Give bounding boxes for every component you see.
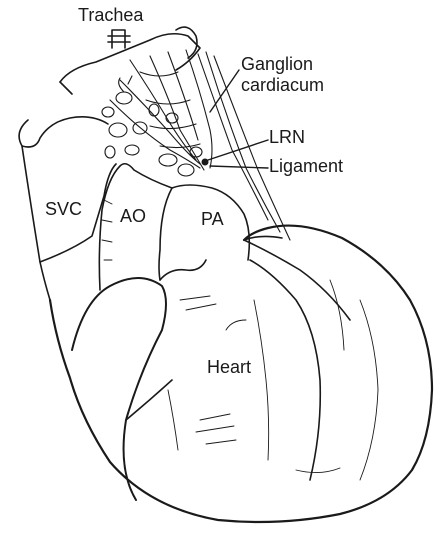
label-trachea: Trachea	[78, 6, 143, 26]
label-ao: AO	[120, 207, 146, 227]
label-ganglion-line2: cardiacum	[241, 75, 324, 96]
aorta-vessel	[99, 164, 172, 290]
label-ganglion-cardiacum: Ganglion cardiacum	[241, 54, 324, 96]
label-ganglion-line1: Ganglion	[241, 54, 324, 75]
label-heart: Heart	[207, 358, 251, 378]
label-lrn: LRN	[269, 128, 305, 148]
label-ligament: Ligament	[269, 157, 343, 177]
label-pa: PA	[201, 210, 224, 230]
lrn-nerve-dot	[202, 159, 209, 166]
label-svc: SVC	[45, 200, 82, 220]
pulmonary-artery	[160, 185, 249, 280]
